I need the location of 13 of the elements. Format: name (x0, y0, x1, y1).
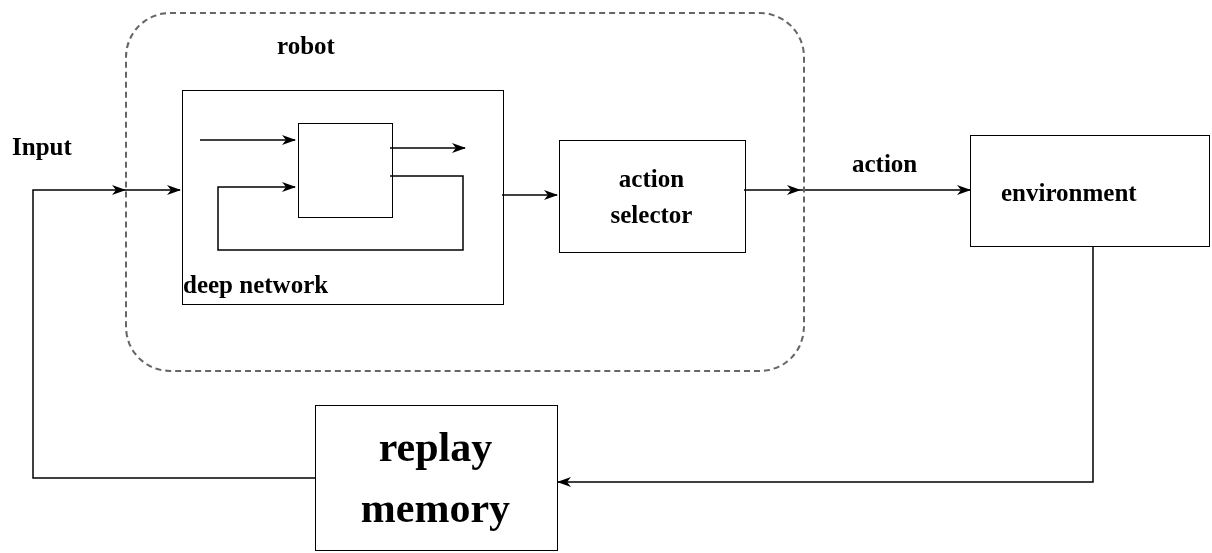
box-label: deep network (183, 271, 329, 299)
dashed-group-box (125, 12, 805, 372)
edge-label: Input (12, 133, 72, 161)
process-box (970, 135, 1210, 247)
box-label: replay memory (359, 423, 512, 533)
box-label: action selector (609, 163, 694, 230)
edge-label: action (852, 150, 918, 178)
network-unit-box (298, 123, 393, 218)
network-box (182, 90, 504, 305)
process-box (559, 140, 746, 253)
box-label: environment (1001, 179, 1137, 207)
group-title: robot (277, 32, 335, 60)
process-box (315, 405, 558, 551)
